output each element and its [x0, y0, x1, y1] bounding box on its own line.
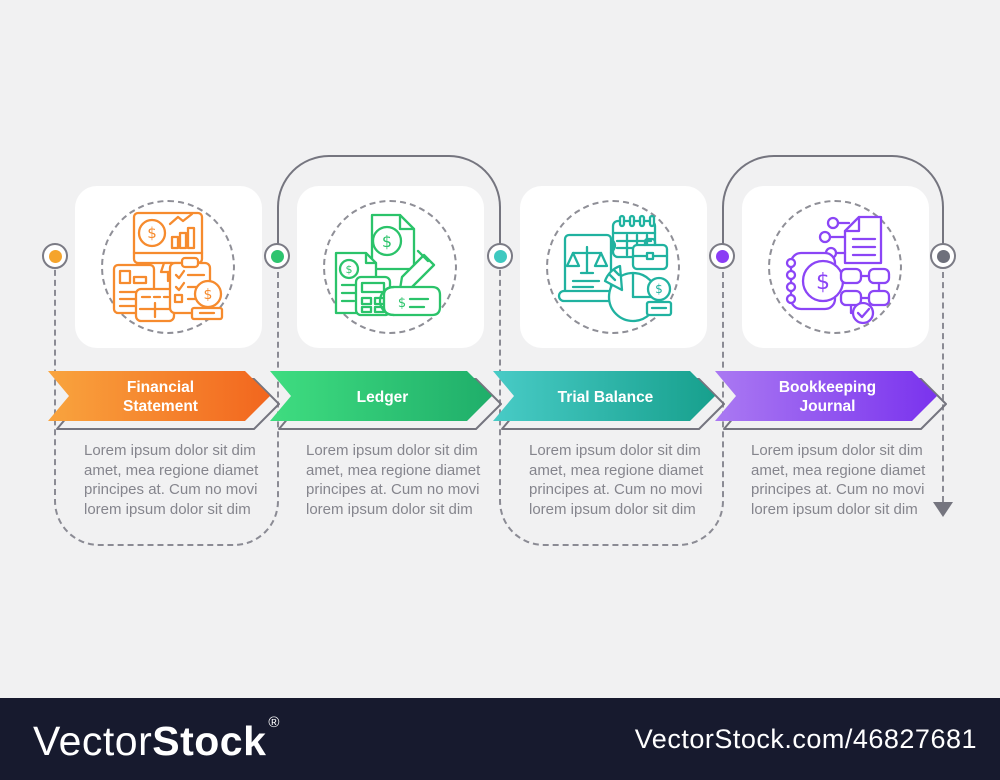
step-title-line: Trial Balance [557, 388, 654, 406]
bookkeeping-journal-icon: $ [785, 215, 891, 325]
banner-arrow-ledger [270, 371, 502, 430]
description-line: Lorem ipsum dolor sit dim [529, 442, 701, 459]
timeline-end-arrow-down-icon [933, 502, 953, 517]
watermark-footer-bar: VectorStock® VectorStock.com/46827681 [0, 698, 1000, 780]
svg-text:$: $ [346, 263, 353, 276]
banner-arrow-financial-statement [48, 371, 280, 430]
solid-connector-step-2 [277, 155, 501, 256]
dashed-circle [768, 200, 902, 334]
dashed-circle [546, 200, 680, 334]
svg-text:$: $ [382, 232, 392, 251]
timeline-end-dashed-line [942, 272, 944, 502]
svg-text:$: $ [147, 224, 157, 242]
timeline-dot-2 [264, 243, 290, 269]
svg-text:$: $ [816, 270, 830, 295]
description-line: principes at. Cum no movi [751, 481, 925, 498]
step-title-line: Journal [799, 398, 856, 415]
timeline-dot-3 [487, 243, 513, 269]
icon-card-ledger: $ $ $ [297, 186, 484, 348]
description-line: amet, mea regione diamet [529, 461, 704, 479]
step-title-bookkeeping-journal: Bookkeeping Journal [725, 371, 930, 423]
timeline-dot-4 [709, 243, 735, 269]
logo-stock-text: Stock [152, 717, 267, 764]
step-description-trial-balance: Lorem ipsum dolor sit dim amet, mea regi… [529, 441, 715, 519]
step-title-trial-balance: Trial Balance [503, 371, 708, 423]
step-description-bookkeeping-journal: Lorem ipsum dolor sit dim amet, mea regi… [751, 441, 937, 519]
dashed-circle [323, 200, 457, 334]
description-line: Lorem ipsum dolor sit dim [306, 442, 478, 459]
image-credit-text: VectorStock.com/46827681 [634, 723, 977, 754]
description-line: Lorem ipsum dolor sit dim [84, 442, 256, 459]
icon-card-trial-balance: $ [520, 186, 707, 348]
svg-text:$: $ [655, 282, 663, 296]
trial-balance-icon: $ [557, 214, 673, 323]
dashed-outline-step-3 [499, 256, 724, 546]
banner-arrow-bookkeeping-journal [715, 371, 947, 430]
svg-text:$: $ [398, 296, 406, 311]
description-line: lorem ipsum dolor sit dim [529, 500, 696, 518]
description-line: principes at. Cum no movi [84, 481, 258, 498]
icon-card-financial-statement: $ $ [75, 186, 262, 348]
description-line: lorem ipsum dolor sit dim [751, 500, 918, 518]
logo-vector-text: Vector [33, 717, 153, 764]
icon-card-bookkeeping-journal: $ [742, 186, 929, 348]
registered-mark: ® [268, 713, 280, 731]
timeline-dot-1 [42, 243, 68, 269]
step-title-line: Statement [123, 398, 198, 415]
description-line: principes at. Cum no movi [529, 481, 703, 498]
step-title-line: Ledger [356, 388, 409, 406]
step-description-financial-statement: Lorem ipsum dolor sit dim amet, mea regi… [84, 441, 270, 519]
step-title-line: Financial [126, 379, 195, 396]
vectorstock-logo: VectorStock® [33, 714, 280, 765]
description-line: amet, mea regione diamet [306, 461, 481, 479]
timeline-end-dot [930, 243, 956, 269]
solid-connector-step-4 [722, 155, 944, 256]
description-line: lorem ipsum dolor sit dim [84, 500, 251, 518]
description-line: amet, mea regione diamet [751, 461, 926, 479]
description-line: principes at. Cum no movi [306, 481, 480, 498]
financial-statement-icon: $ $ [112, 211, 224, 323]
description-line: lorem ipsum dolor sit dim [306, 500, 473, 518]
dashed-outline-step-1 [54, 256, 279, 546]
ledger-icon: $ $ $ [334, 213, 442, 317]
step-description-ledger: Lorem ipsum dolor sit dim amet, mea regi… [306, 441, 492, 519]
banner-arrow-trial-balance [493, 371, 725, 430]
step-title-financial-statement: Financial Statement [58, 371, 263, 423]
step-title-ledger: Ledger [280, 371, 485, 423]
svg-text:$: $ [204, 287, 213, 303]
dashed-circle [101, 200, 235, 334]
step-title-line: Bookkeeping [778, 379, 877, 396]
description-line: amet, mea regione diamet [84, 461, 259, 479]
description-line: Lorem ipsum dolor sit dim [751, 442, 923, 459]
